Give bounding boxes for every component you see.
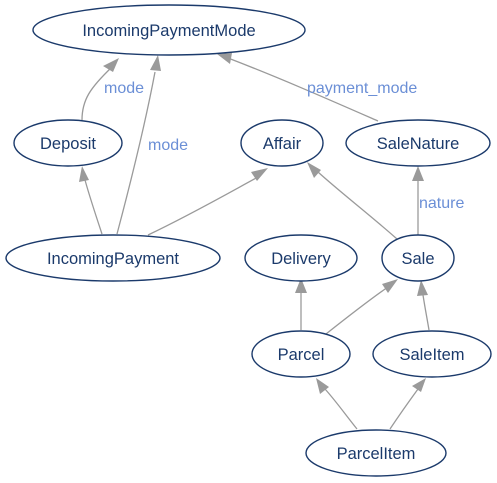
node-label-delivery: Delivery: [271, 250, 331, 268]
node-label-parcel: Parcel: [278, 346, 325, 364]
edge-incoming-payment-to-incoming-payment-mode: [116, 55, 161, 235]
edge-incoming-payment-to-deposit: [79, 166, 103, 235]
edge-sale-to-affair: [307, 162, 398, 240]
edge-incoming-payment-to-affair: [147, 168, 268, 236]
edge-parcel-item-to-parcel: [316, 378, 358, 430]
node-parcel-item[interactable]: ParcelItem: [305, 429, 447, 477]
node-deposit[interactable]: Deposit: [13, 119, 123, 167]
edge-parcel-to-sale: [325, 279, 398, 335]
node-delivery[interactable]: Delivery: [244, 234, 358, 282]
edge-parcel-to-delivery: [295, 278, 307, 330]
node-sale-nature[interactable]: SaleNature: [345, 119, 491, 167]
node-label-deposit: Deposit: [40, 135, 96, 153]
node-sale-item[interactable]: SaleItem: [372, 330, 492, 378]
node-label-incoming-payment-mode: IncomingPaymentMode: [82, 22, 255, 40]
node-label-sale-item: SaleItem: [399, 346, 464, 364]
node-label-affair: Affair: [263, 135, 302, 153]
edge-sale-item-to-sale: [417, 280, 430, 331]
node-label-sale-nature: SaleNature: [377, 135, 460, 153]
edge-sale-nature-to-incoming-payment-mode: [217, 53, 379, 122]
node-incoming-payment[interactable]: IncomingPayment: [5, 234, 221, 282]
node-sale[interactable]: Sale: [381, 234, 455, 282]
edge-label-nature: nature: [419, 195, 464, 212]
node-label-incoming-payment: IncomingPayment: [47, 250, 179, 268]
edge-label-payment-mode: payment_mode: [307, 80, 417, 97]
edge-parcel-item-to-sale-item: [389, 378, 426, 430]
node-label-parcel-item: ParcelItem: [337, 445, 416, 463]
edge-label-deposit-mode: mode: [104, 80, 144, 97]
node-parcel[interactable]: Parcel: [251, 330, 351, 378]
edge-label-incoming-payment-mode: mode: [148, 137, 188, 154]
node-label-sale: Sale: [401, 250, 434, 268]
edge-sale-to-sale-nature: [412, 166, 424, 235]
node-affair[interactable]: Affair: [240, 119, 324, 167]
node-incoming-payment-mode[interactable]: IncomingPaymentMode: [32, 4, 306, 56]
edge-deposit-to-incoming-payment-mode: [81, 58, 119, 121]
